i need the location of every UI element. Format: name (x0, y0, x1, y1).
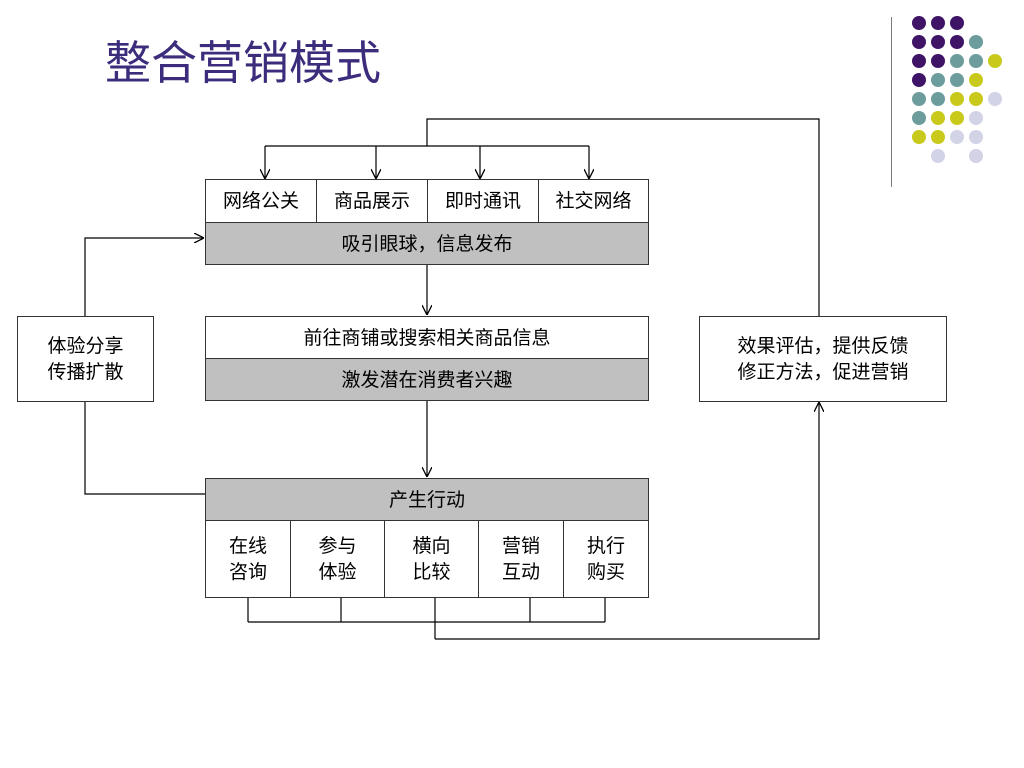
stage2-bottom-box: 激发潜在消费者兴趣 (205, 358, 649, 401)
decorative-dot (950, 35, 964, 49)
decorative-dot (988, 92, 1002, 106)
decorative-dot (969, 54, 983, 68)
decorative-dot (931, 35, 945, 49)
decorative-dot (931, 111, 945, 125)
decorative-dot (950, 54, 964, 68)
decorative-dot (950, 130, 964, 144)
decorative-dot (950, 73, 964, 87)
action-box-consult: 在线咨询 (205, 520, 291, 598)
decorative-dot (950, 111, 964, 125)
decorative-dot (912, 16, 926, 30)
decorative-dot (969, 35, 983, 49)
decorative-dot (912, 130, 926, 144)
action-box-compare: 横向比较 (384, 520, 479, 598)
decorative-dot (931, 92, 945, 106)
decorative-dot (931, 149, 945, 163)
decorative-dot (969, 111, 983, 125)
decorative-dot (912, 111, 926, 125)
decorative-dot (969, 73, 983, 87)
page-title: 整合营销模式 (105, 36, 381, 90)
decorative-dot (912, 35, 926, 49)
divider-line (891, 17, 892, 187)
action-box-experience: 参与体验 (290, 520, 385, 598)
stage1-box: 吸引眼球，信息发布 (205, 222, 649, 265)
decorative-dot (931, 16, 945, 30)
stage2-top-box: 前往商铺或搜索相关商品信息 (205, 316, 649, 359)
decorative-dot (969, 92, 983, 106)
channel-box-im: 即时通讯 (427, 179, 539, 223)
decorative-dot (931, 73, 945, 87)
evaluate-box: 效果评估，提供反馈修正方法，促进营销 (699, 316, 947, 402)
decorative-dot (950, 16, 964, 30)
decorative-dot (950, 92, 964, 106)
share-to-stage1-line (84, 238, 203, 316)
decorative-dot (931, 130, 945, 144)
decorative-dot (912, 54, 926, 68)
decorative-dot (988, 54, 1002, 68)
decorative-dot (969, 149, 983, 163)
decorative-dot (912, 92, 926, 106)
decorative-dot-grid (912, 16, 1002, 163)
channel-box-pr: 网络公关 (205, 179, 317, 223)
decorative-dot (912, 73, 926, 87)
channel-box-social: 社交网络 (538, 179, 649, 223)
share-box: 体验分享传播扩散 (17, 316, 154, 402)
action-box-purchase: 执行购买 (563, 520, 649, 598)
channel-box-display: 商品展示 (316, 179, 428, 223)
decorative-dot (969, 130, 983, 144)
decorative-dot (931, 54, 945, 68)
stage3-to-share-line (84, 401, 205, 495)
stage3-box: 产生行动 (205, 478, 649, 521)
action-box-interact: 营销互动 (478, 520, 564, 598)
